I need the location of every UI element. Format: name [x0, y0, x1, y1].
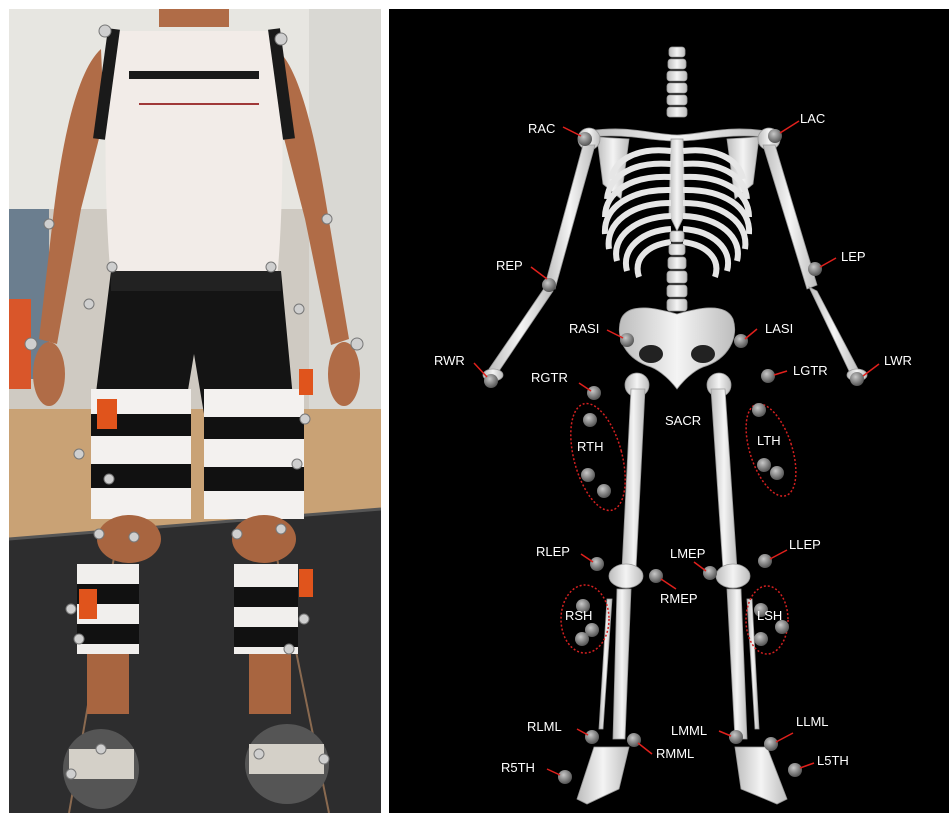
lth-group-outline: [736, 398, 806, 502]
label-sacr: SACR: [665, 413, 701, 428]
marker-lth-3: [770, 466, 784, 480]
label-rwr: RWR: [434, 353, 465, 368]
marker-lwr: [850, 372, 864, 386]
label-rlep: RLEP: [536, 544, 570, 559]
marker-r5th: [558, 770, 572, 784]
label-rgtr: RGTR: [531, 370, 568, 385]
skeleton-model-panel: RAC LAC REP LEP RASI LASI RWR LWR RGTR L…: [389, 9, 949, 813]
label-rac: RAC: [528, 121, 555, 136]
label-rth: RTH: [577, 439, 603, 454]
marker-rlml: [585, 730, 599, 744]
marker-lgtr: [761, 369, 775, 383]
label-lasi: LASI: [765, 321, 793, 336]
marker-l5th: [788, 763, 802, 777]
marker-lmml: [729, 730, 743, 744]
label-rlml: RLML: [527, 719, 562, 734]
label-rasi: RASI: [569, 321, 599, 336]
skeleton-diagram: RAC LAC REP LEP RASI LASI RWR LWR RGTR L…: [389, 9, 949, 813]
subject-photo-illustration: [9, 9, 381, 813]
marker-llep: [758, 554, 772, 568]
label-lmml: LMML: [671, 723, 707, 738]
marker-lsh-3: [754, 632, 768, 646]
label-llml: LLML: [796, 714, 829, 729]
marker-lth-2: [757, 458, 771, 472]
marker-rasi: [620, 333, 634, 347]
marker-lac: [768, 129, 782, 143]
marker-rth-2: [581, 468, 595, 482]
label-lth: LTH: [757, 433, 781, 448]
label-rmml: RMML: [656, 746, 694, 761]
label-rmep: RMEP: [660, 591, 698, 606]
label-lac: LAC: [800, 111, 825, 126]
label-lsh: LSH: [757, 608, 782, 623]
subject-photo: [9, 9, 381, 813]
label-lep: LEP: [841, 249, 866, 264]
marker-rep: [542, 278, 556, 292]
marker-rmml: [627, 733, 641, 747]
label-lgtr: LGTR: [793, 363, 828, 378]
label-llep: LLEP: [789, 537, 821, 552]
marker-rth-3: [597, 484, 611, 498]
marker-rsh-3: [575, 632, 589, 646]
label-lmep: LMEP: [670, 546, 705, 561]
label-rep: REP: [496, 258, 523, 273]
label-lwr: LWR: [884, 353, 912, 368]
marker-lasi: [734, 334, 748, 348]
label-l5th: L5TH: [817, 753, 849, 768]
label-rsh: RSH: [565, 608, 592, 623]
marker-lmep: [703, 566, 717, 580]
marker-rac: [578, 132, 592, 146]
marker-rgtr: [587, 386, 601, 400]
marker-lth-1: [752, 403, 766, 417]
marker-rmep: [649, 569, 663, 583]
marker-lep: [808, 262, 822, 276]
label-r5th: R5TH: [501, 760, 535, 775]
marker-rth-1: [583, 413, 597, 427]
rth-group-outline: [561, 398, 636, 517]
marker-llml: [764, 737, 778, 751]
marker-rlep: [590, 557, 604, 571]
